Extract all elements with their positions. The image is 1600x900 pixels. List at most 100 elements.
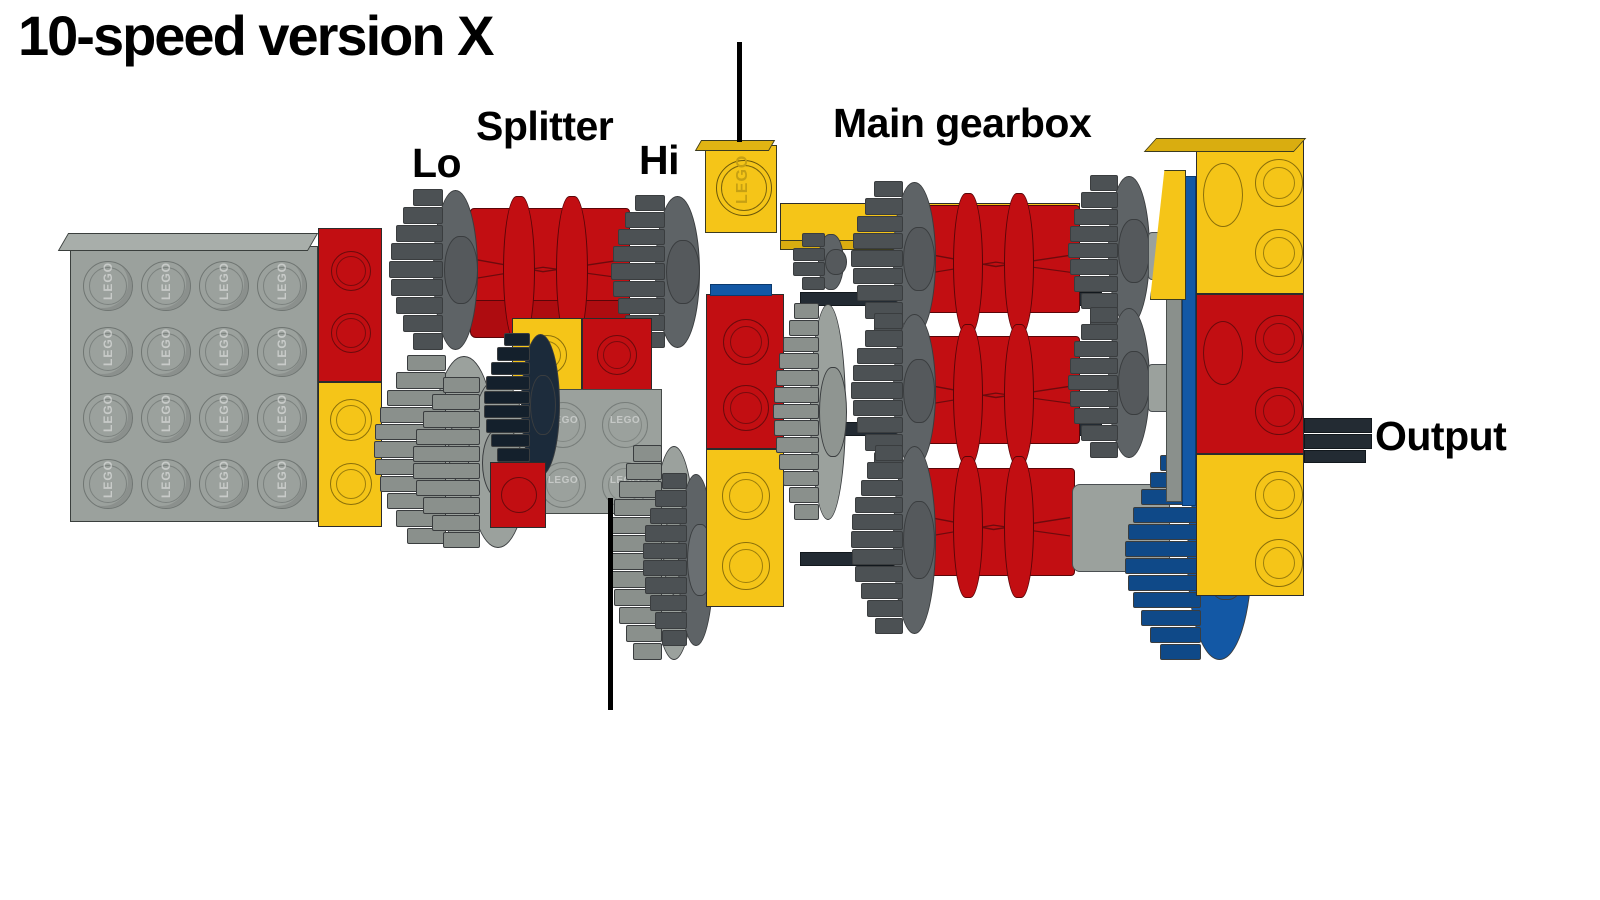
- gear-tooth: [773, 420, 819, 437]
- plate2-stud: LEGO: [602, 402, 648, 448]
- lo-hi-pointer-line: [608, 498, 613, 710]
- gear-tooth: [1089, 307, 1118, 323]
- stud-wordmark: LEGO: [159, 460, 173, 499]
- gear-tooth: [855, 496, 904, 514]
- gear-tooth: [851, 531, 904, 548]
- gear-tooth: [860, 583, 904, 600]
- output-axle-c: [1304, 450, 1366, 463]
- gear-tooth: [655, 612, 687, 629]
- beam-red-left: [318, 228, 382, 382]
- stud-ring: [263, 399, 301, 437]
- gear-tooth: [1074, 340, 1118, 357]
- beam-red-splitter: [582, 318, 652, 390]
- gear-tooth: [1074, 408, 1118, 425]
- lego-stud-large: [716, 160, 772, 216]
- gear-tooth: [802, 276, 826, 290]
- idler-gear-stack-2: [792, 230, 847, 294]
- gear-tooth: [1067, 374, 1118, 391]
- gear-tooth: [779, 453, 819, 470]
- baseplate-stud: LEGO: [199, 393, 249, 443]
- baseplate-stud: LEGO: [141, 327, 191, 377]
- gear-tooth: [775, 437, 819, 453]
- gear-hub: [903, 500, 936, 580]
- gear-tooth: [1081, 425, 1118, 442]
- gear-tooth: [857, 347, 904, 364]
- stud-wordmark: LEGO: [217, 262, 231, 301]
- baseplate-stud: LEGO: [83, 393, 133, 443]
- stud-ring: [89, 465, 127, 503]
- gear-tooth: [873, 313, 904, 330]
- gear-tooth: [486, 376, 530, 390]
- baseplate-stud: LEGO: [199, 261, 249, 311]
- gear-tooth: [643, 560, 687, 577]
- shaft3-gear-left: [851, 442, 936, 638]
- stud-ring: [147, 399, 185, 437]
- gear-tooth: [855, 565, 904, 583]
- gear-tooth: [864, 198, 904, 215]
- gear-tooth: [1081, 191, 1118, 208]
- gear-tooth: [412, 445, 481, 462]
- gear-tooth: [504, 333, 530, 347]
- gear-tooth: [403, 315, 444, 332]
- stud-ring: [546, 468, 580, 502]
- stud-wordmark: LEGO: [217, 460, 231, 499]
- gear-tooth: [1128, 523, 1201, 540]
- baseplate-stud: LEGO: [141, 393, 191, 443]
- stud-ring: [205, 267, 243, 305]
- stud-wordmark: LEGO: [275, 460, 289, 499]
- baseplate-stud: LEGO: [83, 261, 133, 311]
- gear-tooth: [645, 525, 687, 542]
- gear-tooth: [432, 514, 481, 531]
- baseplate-stud: LEGO: [141, 459, 191, 509]
- stud-ring: [89, 399, 127, 437]
- baseplate-stud: LEGO: [257, 393, 307, 443]
- stud-ring: [147, 333, 185, 371]
- beam-red-lower-small: [490, 462, 546, 528]
- gear-tooth: [1133, 592, 1201, 609]
- shaft2-gear-left: [851, 310, 936, 472]
- stud-ring: [89, 267, 127, 305]
- bevel-gear-navy: [483, 330, 560, 480]
- beam-yellow-left: [318, 382, 382, 527]
- stud-ring: [205, 333, 243, 371]
- gear-tooth: [1140, 609, 1201, 626]
- gear-tooth: [874, 445, 904, 462]
- gear-tooth: [773, 386, 819, 403]
- idler-gear-column-inner: [643, 470, 714, 650]
- gear-tooth: [619, 481, 663, 498]
- shaft1-flange-2: [1004, 193, 1034, 335]
- shaft2-flange-2: [1004, 324, 1034, 466]
- gear-tooth: [1074, 208, 1118, 225]
- gear-tooth: [1069, 357, 1118, 374]
- gear-tooth: [416, 480, 481, 497]
- gear-tooth: [851, 382, 904, 399]
- gear-tooth: [662, 629, 687, 646]
- gear-tooth: [490, 361, 530, 376]
- gear-hub: [903, 358, 936, 424]
- beam-red-mid: [706, 294, 784, 449]
- beam-right-top-face: [1143, 138, 1307, 152]
- gear-tooth: [1069, 225, 1118, 242]
- gear-tooth: [412, 463, 481, 480]
- gear-tooth: [788, 487, 819, 504]
- gear-tooth: [852, 548, 904, 565]
- gear-tooth: [423, 497, 481, 514]
- gear-hub: [1118, 219, 1151, 283]
- stud-wordmark: LEGO: [609, 415, 641, 426]
- gear-tooth: [783, 470, 819, 487]
- gear-tooth: [634, 195, 666, 212]
- gear-hub: [1118, 351, 1151, 415]
- label-lo: Lo: [412, 140, 462, 186]
- gear-tooth: [852, 233, 904, 250]
- gear-tooth: [612, 246, 666, 263]
- gear-tooth: [772, 403, 819, 420]
- gear-tooth: [857, 285, 904, 302]
- stud-ring: [263, 267, 301, 305]
- blue-plate-mid: [710, 284, 772, 296]
- gear-tooth: [851, 250, 904, 267]
- gear-tooth: [612, 280, 666, 297]
- gear-tooth: [792, 247, 826, 261]
- gear-tooth: [617, 297, 666, 314]
- splitter-gear-lo: [389, 186, 478, 354]
